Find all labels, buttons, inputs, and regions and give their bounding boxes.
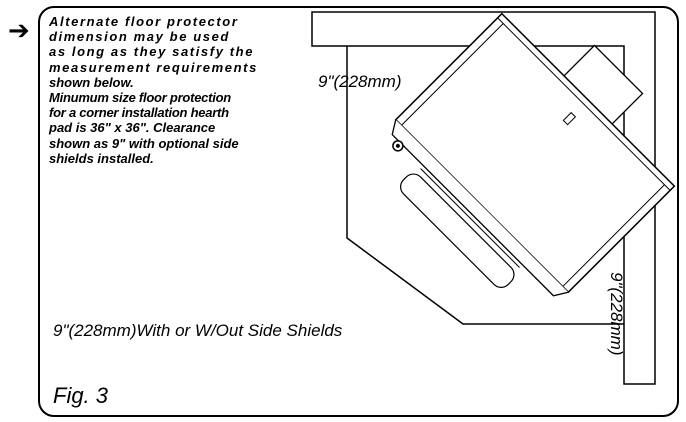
note-paragraph-2: Minumum size floor protection for a corn… (49, 90, 287, 166)
stove (391, 12, 676, 297)
floor-protector-note: Alternate floor protector dimension may … (49, 14, 287, 166)
right-arrow-icon: ➔ (8, 16, 30, 46)
note-line: pad is 36" x 36". Clearance (49, 120, 216, 136)
note-line: dimension may be used (49, 29, 230, 45)
note-line: for a corner installation hearth (49, 105, 229, 121)
note-line: shields installed. (49, 150, 154, 166)
front-clearance-label: 9"(228mm)With or W/Out Side Shields (53, 321, 343, 340)
note-line: as long as they satisfy the (49, 44, 255, 60)
corner-wall (311, 11, 656, 385)
note-line: measurement requirements (49, 59, 258, 75)
stove-ash-tray (400, 173, 515, 288)
stove-left-panel-edge (401, 23, 504, 126)
note-line: Minumum size floor protection (49, 90, 231, 106)
stove-front-bevel (391, 119, 569, 297)
note-line: shown as 9" with optional side (49, 135, 239, 151)
top-clearance-label: 9"(228mm) (318, 72, 402, 91)
note-paragraph-1: Alternate floor protector dimension may … (49, 14, 287, 90)
stove-vent-slot (562, 111, 577, 126)
right-clearance-label: 9"(228mm) (607, 272, 626, 356)
figure-frame (38, 6, 679, 417)
note-line: Alternate floor protector (49, 14, 239, 29)
stove-right-panel-edge (562, 184, 665, 287)
note-line: shown below. (49, 74, 134, 90)
stove-ash-tray-rim (420, 168, 520, 268)
figure-label: Fig. 3 (53, 383, 109, 408)
stove-rear-band (497, 17, 671, 191)
stove-handle-center (395, 143, 400, 148)
hearth-pad-outline (346, 46, 624, 325)
